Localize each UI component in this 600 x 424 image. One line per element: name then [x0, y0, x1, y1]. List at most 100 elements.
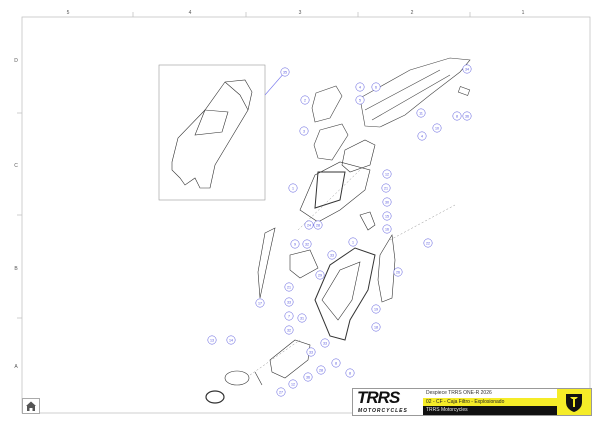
callout-number: 2	[304, 98, 306, 102]
callout-number: 28	[319, 368, 323, 372]
callout-bubble: 8	[345, 368, 355, 378]
callout-number: 33	[287, 300, 291, 304]
row-label: C	[14, 163, 18, 169]
drawing-title: Despiece TRRS ONE-R 2026	[426, 390, 492, 396]
rear-fender	[359, 57, 471, 128]
callout-number: 33	[309, 350, 313, 354]
callout-number: 10	[435, 126, 439, 130]
callout-bubble: 36	[462, 111, 472, 121]
callout-bubble: 15	[382, 211, 392, 221]
callout-bubble: 9	[290, 239, 300, 249]
callout-number: 26	[396, 270, 400, 274]
side-plate	[311, 85, 349, 161]
callout-number: 14	[229, 338, 233, 342]
callout-number: 18	[374, 325, 378, 329]
callout-bubble: 21	[381, 183, 391, 193]
callout-number: 8	[349, 371, 351, 375]
column-label: 3	[299, 10, 302, 16]
airbox-body	[257, 211, 396, 341]
callout-bubble: 21	[284, 282, 294, 292]
callout-number: 6	[375, 85, 377, 89]
callout-bubble: 3	[299, 126, 309, 136]
column-label: 5	[67, 10, 70, 16]
callout-number: 32	[305, 242, 309, 246]
callout-number: 11	[419, 111, 423, 115]
callout-number: 16	[385, 227, 389, 231]
callout-bubble: 32	[284, 325, 294, 335]
callout-number: 21	[384, 186, 388, 190]
callout-number: 36	[465, 114, 469, 118]
callout-number: 19	[374, 307, 378, 311]
callout-number: 9	[294, 242, 296, 246]
callout-bubble: 29	[315, 270, 325, 280]
row-label: D	[14, 58, 18, 64]
callout-bubble: 32	[302, 239, 312, 249]
drawing-subtitle: 02 - CF - Caja Filtro - Explosionado	[423, 397, 557, 407]
callout-bubble: 28	[316, 365, 326, 375]
callout-bubble: 1	[348, 237, 358, 247]
callout-bubble: 8	[452, 111, 462, 121]
callout-bubble: 30	[382, 197, 392, 207]
callout-bubble: 12	[288, 379, 298, 389]
logo-text: TRRS	[357, 388, 400, 407]
callout-bubble: 27	[276, 387, 286, 397]
callout-number: 13	[210, 338, 214, 342]
callout-bubble: 8	[331, 358, 341, 368]
callout-number: 32	[287, 328, 291, 332]
callout-number: 12	[291, 382, 295, 386]
detail-view-assembled	[158, 64, 286, 201]
home-icon	[26, 401, 36, 411]
callout-bubble: 16	[382, 224, 392, 234]
callout-bubble: 24	[304, 220, 314, 230]
callout-number: 29	[318, 273, 322, 277]
callout-bubble: 2	[300, 95, 310, 105]
callout-number: 4	[359, 85, 361, 89]
callout-number: 24	[307, 223, 311, 227]
callout-bubble: 13	[207, 335, 217, 345]
company-name: TRRS Motorcycles	[423, 406, 557, 415]
callout-bubble: 4	[417, 131, 427, 141]
trrs-shield-logo	[557, 389, 591, 415]
callout-bubble: 34	[462, 64, 472, 74]
callout-number: 33	[330, 253, 334, 257]
callout-bubble: 33	[327, 250, 337, 260]
callout-number: 1	[352, 240, 354, 244]
callout-bubble: 36	[303, 372, 313, 382]
row-label: B	[14, 266, 18, 272]
column-label: 1	[522, 10, 525, 16]
callout-bubble: 18	[371, 322, 381, 332]
callout-number: 27	[279, 390, 283, 394]
callout-number: 35	[283, 70, 287, 74]
callout-bubble: 14	[226, 335, 236, 345]
callout-number: 17	[258, 301, 262, 305]
callout-number: 34	[465, 67, 469, 71]
callout-number: 15	[385, 214, 389, 218]
callout-number: 5	[359, 98, 361, 102]
sheet-frame	[17, 12, 591, 414]
callout-bubble: 12	[382, 169, 392, 179]
callout-bubble: 4	[355, 82, 365, 92]
row-label: A	[14, 364, 18, 370]
logo-subtext: MOTORCYCLES	[358, 408, 408, 414]
assembly-lines	[249, 169, 456, 376]
callout-bubble: 33	[306, 347, 316, 357]
callout-number: 21	[287, 285, 291, 289]
callout-number: 8	[456, 114, 458, 118]
intake-boot	[205, 339, 311, 404]
callout-bubble: 26	[393, 267, 403, 277]
callout-number: 8	[335, 361, 337, 365]
callout-bubble: 31	[297, 313, 307, 323]
callout-bubble: 5	[355, 95, 365, 105]
callout-number: 3	[303, 129, 305, 133]
callout-bubble: 33	[284, 297, 294, 307]
callout-number: 7	[288, 314, 290, 318]
callout-bubble: 11	[416, 108, 426, 118]
callout-bubble: 17	[255, 298, 265, 308]
airbox-cover	[299, 139, 376, 223]
trrs-logo: TRRS MOTORCYCLES	[353, 389, 423, 415]
callout-bubble: 35	[280, 67, 290, 77]
callout-bubble: 28	[313, 220, 323, 230]
callout-bubble: 22	[423, 238, 433, 248]
home-button[interactable]	[22, 398, 40, 414]
